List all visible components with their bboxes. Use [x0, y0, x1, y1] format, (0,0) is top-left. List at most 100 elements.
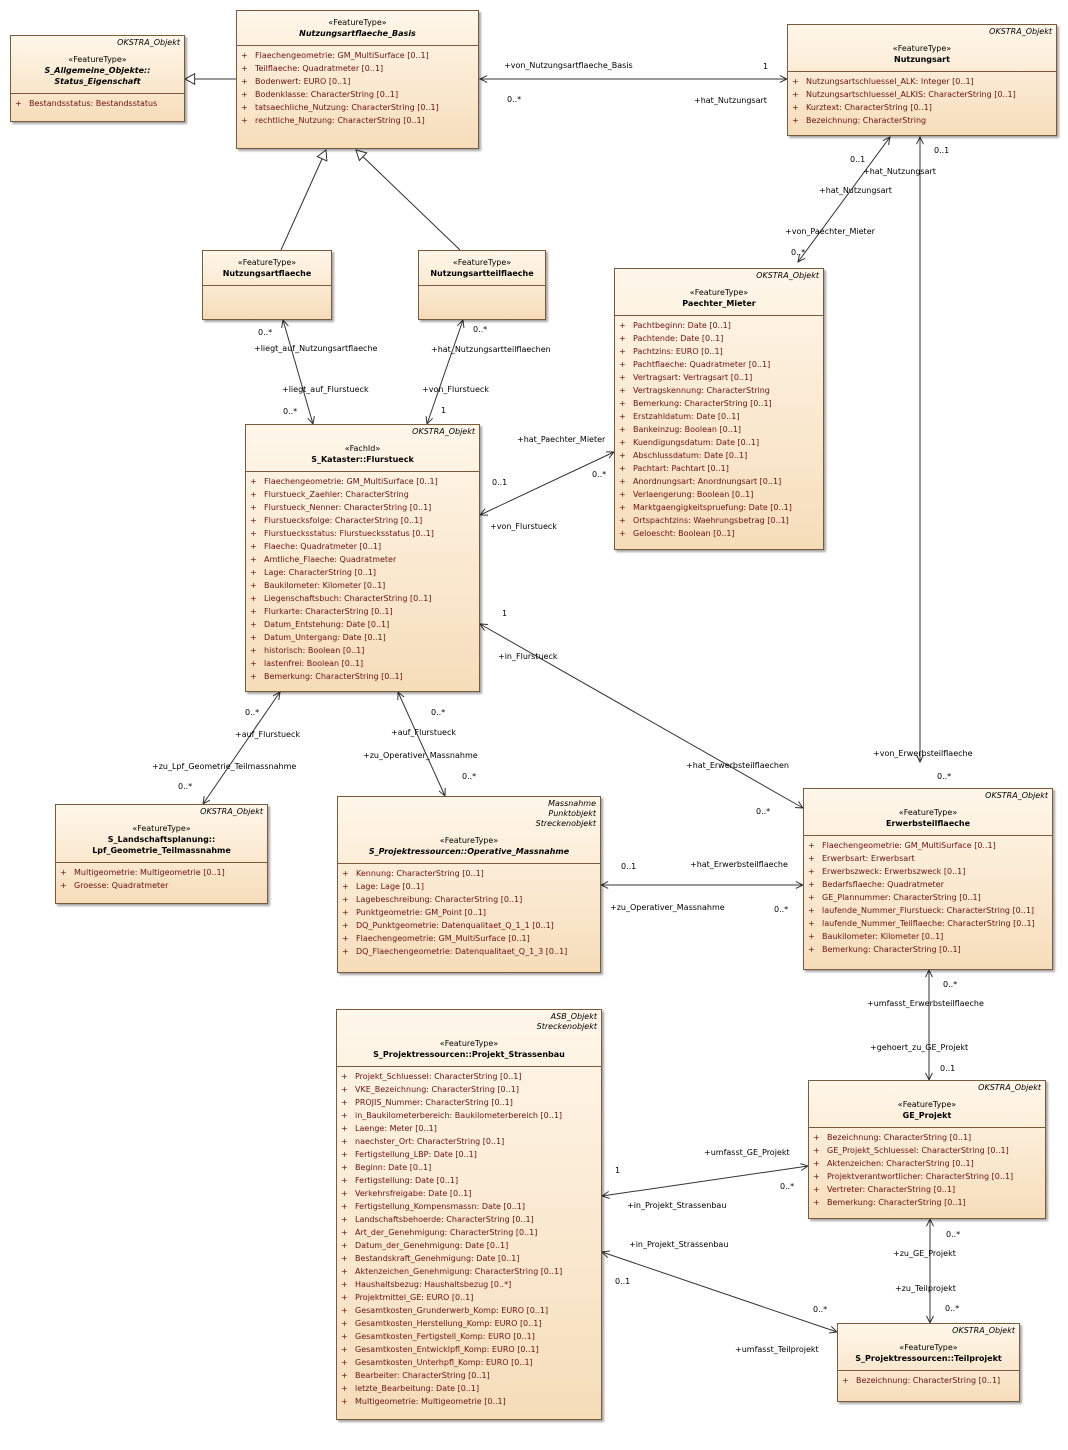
attribute-row[interactable]: +VKE_Bezeichnung: CharacterString [0..1]	[337, 1083, 601, 1096]
attribute-row[interactable]: +Pachtbeginn: Date [0..1]	[615, 319, 823, 332]
attribute-row[interactable]: +in_Baukilometerbereich: Baukilometerber…	[337, 1109, 601, 1122]
attribute-row[interactable]: +Datum_der_Genehmigung: Date [0..1]	[337, 1239, 601, 1252]
attribute-row[interactable]: +historisch: Boolean [0..1]	[246, 644, 479, 657]
attribute-row[interactable]: +tatsaechliche_Nutzung: CharacterString …	[237, 101, 478, 114]
attribute-row[interactable]: +Gesamtkosten_Herstellung_Komp: EURO [0.…	[337, 1317, 601, 1330]
class-erwerbsteilflaeche[interactable]: OKSTRA_Objekt«FeatureType»Erwerbsteilfla…	[803, 788, 1053, 970]
attribute-row[interactable]: +laufende_Nummer_Flurstueck: CharacterSt…	[804, 904, 1052, 917]
class-nutzungsart[interactable]: OKSTRA_Objekt«FeatureType»Nutzungsart+Nu…	[787, 24, 1057, 136]
attribute-row[interactable]: +Bemerkung: CharacterString [0..1]	[809, 1196, 1045, 1209]
attribute-row[interactable]: +Lage: Lage [0..1]	[338, 880, 600, 893]
attribute-row[interactable]: +Liegenschaftsbuch: CharacterString [0..…	[246, 592, 479, 605]
attribute-row[interactable]: +Bezeichnung: CharacterString	[788, 114, 1056, 127]
attribute-row[interactable]: +Erstzahldatum: Date [0..1]	[615, 410, 823, 423]
attribute-row[interactable]: +Flaechengeometrie: GM_MultiSurface [0..…	[338, 932, 600, 945]
attribute-row[interactable]: +Abschlussdatum: Date [0..1]	[615, 449, 823, 462]
attribute-row[interactable]: +Groesse: Quadratmeter	[56, 879, 267, 892]
class-flurstueck[interactable]: OKSTRA_Objekt«FachId»S_Kataster::Flurstu…	[245, 424, 480, 692]
attribute-row[interactable]: +Bestandsstatus: Bestandsstatus	[11, 97, 184, 110]
attribute-row[interactable]: +Flaechengeometrie: GM_MultiSurface [0..…	[237, 49, 478, 62]
class-paechter-mieter[interactable]: OKSTRA_Objekt«FeatureType»Paechter_Miete…	[614, 268, 824, 550]
attribute-row[interactable]: +Bedarfsflaeche: Quadratmeter	[804, 878, 1052, 891]
attribute-row[interactable]: +GE_Projekt_Schluessel: CharacterString …	[809, 1144, 1045, 1157]
attribute-row[interactable]: +Pachtende: Date [0..1]	[615, 332, 823, 345]
attribute-row[interactable]: +Art_der_Genehmigung: CharacterString [0…	[337, 1226, 601, 1239]
attribute-row[interactable]: +DQ_Punktgeometrie: Datenqualitaet_Q_1_1…	[338, 919, 600, 932]
attribute-row[interactable]: +Beginn: Date [0..1]	[337, 1161, 601, 1174]
attribute-row[interactable]: +Flurstueck_Nenner: CharacterString [0..…	[246, 501, 479, 514]
attribute-row[interactable]: +Multigeometrie: Multigeometrie [0..1]	[56, 866, 267, 879]
attribute-row[interactable]: +Bezeichnung: CharacterString [0..1]	[809, 1131, 1045, 1144]
attribute-row[interactable]: +Laenge: Meter [0..1]	[337, 1122, 601, 1135]
attribute-row[interactable]: +Bezeichnung: CharacterString [0..1]	[838, 1374, 1019, 1387]
attribute-row[interactable]: +Flurkarte: CharacterString [0..1]	[246, 605, 479, 618]
attribute-row[interactable]: +Lage: CharacterString [0..1]	[246, 566, 479, 579]
attribute-row[interactable]: +Teilflaeche: Quadratmeter [0..1]	[237, 62, 478, 75]
attribute-row[interactable]: +Datum_Untergang: Date [0..1]	[246, 631, 479, 644]
attribute-row[interactable]: +Bemerkung: CharacterString [0..1]	[615, 397, 823, 410]
class-nutzungsartteilflaeche[interactable]: «FeatureType»Nutzungsartteilflaeche	[418, 250, 546, 320]
attribute-row[interactable]: +Flaechengeometrie: GM_MultiSurface [0..…	[246, 475, 479, 488]
attribute-row[interactable]: +Fertigstellung_Kompensmassn: Date [0..1…	[337, 1200, 601, 1213]
attribute-row[interactable]: +Multigeometrie: Multigeometrie [0..1]	[337, 1395, 601, 1408]
attribute-row[interactable]: +Bodenwert: EURO [0..1]	[237, 75, 478, 88]
class-status-eigenschaft[interactable]: OKSTRA_Objekt«FeatureType»S_Allgemeine_O…	[10, 35, 185, 122]
attribute-row[interactable]: +Amtliche_Flaeche: Quadratmeter	[246, 553, 479, 566]
attribute-row[interactable]: +Fertigstellung_LBP: Date [0..1]	[337, 1148, 601, 1161]
attribute-row[interactable]: +Baukilometer: Kilometer [0..1]	[804, 930, 1052, 943]
attribute-row[interactable]: +Aktenzeichen_Genehmigung: CharacterStri…	[337, 1265, 601, 1278]
attribute-row[interactable]: +Haushaltsbezug: Haushaltsbezug [0..*]	[337, 1278, 601, 1291]
attribute-row[interactable]: +Baukilometer: Kilometer [0..1]	[246, 579, 479, 592]
attribute-row[interactable]: +Gesamtkosten_Unterhpfl_Komp: EURO [0..1…	[337, 1356, 601, 1369]
attribute-row[interactable]: +Erwerbsart: Erwerbsart	[804, 852, 1052, 865]
attribute-row[interactable]: +Datum_Entstehung: Date [0..1]	[246, 618, 479, 631]
attribute-row[interactable]: +Nutzungsartschluessel_ALKIS: CharacterS…	[788, 88, 1056, 101]
attribute-row[interactable]: +Fertigstellung: Date [0..1]	[337, 1174, 601, 1187]
attribute-row[interactable]: +Kennung: CharacterString [0..1]	[338, 867, 600, 880]
attribute-row[interactable]: +Bearbeiter: CharacterString [0..1]	[337, 1369, 601, 1382]
attribute-row[interactable]: +Flaechengeometrie: GM_MultiSurface [0..…	[804, 839, 1052, 852]
attribute-row[interactable]: +rechtliche_Nutzung: CharacterString [0.…	[237, 114, 478, 127]
attribute-row[interactable]: +Bankeinzug: Boolean [0..1]	[615, 423, 823, 436]
attribute-row[interactable]: +Flurstuecksstatus: Flurstuecksstatus [0…	[246, 527, 479, 540]
attribute-row[interactable]: +Projekt_Schluessel: CharacterString [0.…	[337, 1070, 601, 1083]
attribute-row[interactable]: +Vertreter: CharacterString [0..1]	[809, 1183, 1045, 1196]
attribute-row[interactable]: +laufende_Nummer_Teilflaeche: CharacterS…	[804, 917, 1052, 930]
class-teilprojekt[interactable]: OKSTRA_Objekt«FeatureType»S_Projektresso…	[837, 1323, 1020, 1402]
attribute-row[interactable]: +Projektmittel_GE: EURO [0..1]	[337, 1291, 601, 1304]
attribute-row[interactable]: +letzte_Bearbeitung: Date [0..1]	[337, 1382, 601, 1395]
attribute-row[interactable]: +lastenfrei: Boolean [0..1]	[246, 657, 479, 670]
attribute-row[interactable]: +Projektverantwortlicher: CharacterStrin…	[809, 1170, 1045, 1183]
attribute-row[interactable]: +naechster_Ort: CharacterString [0..1]	[337, 1135, 601, 1148]
class-nutzungsartflaeche[interactable]: «FeatureType»Nutzungsartflaeche	[202, 250, 332, 320]
attribute-row[interactable]: +Geloescht: Boolean [0..1]	[615, 527, 823, 540]
attribute-row[interactable]: +Marktgaengigkeitspruefung: Date [0..1]	[615, 501, 823, 514]
class-nutzungsartflaeche-basis[interactable]: «FeatureType»Nutzungsartflaeche_Basis+Fl…	[236, 10, 479, 149]
attribute-row[interactable]: +Kuendigungsdatum: Date [0..1]	[615, 436, 823, 449]
attribute-row[interactable]: +Pachtzins: EURO [0..1]	[615, 345, 823, 358]
attribute-row[interactable]: +Erwerbszweck: Erwerbszweck [0..1]	[804, 865, 1052, 878]
class-lpf-geometrie[interactable]: OKSTRA_Objekt«FeatureType»S_Landschaftsp…	[55, 804, 268, 904]
attribute-row[interactable]: +Pachtart: Pachtart [0..1]	[615, 462, 823, 475]
attribute-row[interactable]: +Anordnungsart: Anordnungsart [0..1]	[615, 475, 823, 488]
class-ge-projekt[interactable]: OKSTRA_Objekt«FeatureType»GE_Projekt+Bez…	[808, 1080, 1046, 1219]
attribute-row[interactable]: +Bestandskraft_Genehmigung: Date [0..1]	[337, 1252, 601, 1265]
attribute-row[interactable]: +Bodenklasse: CharacterString [0..1]	[237, 88, 478, 101]
attribute-row[interactable]: +Verlaengerung: Boolean [0..1]	[615, 488, 823, 501]
attribute-row[interactable]: +PROJIS_Nummer: CharacterString [0..1]	[337, 1096, 601, 1109]
attribute-row[interactable]: +Gesamtkosten_Grunderwerb_Komp: EURO [0.…	[337, 1304, 601, 1317]
attribute-row[interactable]: +Ortspachtzins: Waehrungsbetrag [0..1]	[615, 514, 823, 527]
attribute-row[interactable]: +Punktgeometrie: GM_Point [0..1]	[338, 906, 600, 919]
attribute-row[interactable]: +Vertragsart: Vertragsart [0..1]	[615, 371, 823, 384]
attribute-row[interactable]: +Bemerkung: CharacterString [0..1]	[246, 670, 479, 683]
attribute-row[interactable]: +Flaeche: Quadratmeter [0..1]	[246, 540, 479, 553]
attribute-row[interactable]: +DQ_Flaechengeometrie: Datenqualitaet_Q_…	[338, 945, 600, 958]
attribute-row[interactable]: +Lagebeschreibung: CharacterString [0..1…	[338, 893, 600, 906]
attribute-row[interactable]: +Aktenzeichen: CharacterString [0..1]	[809, 1157, 1045, 1170]
attribute-row[interactable]: +Vertragskennung: CharacterString	[615, 384, 823, 397]
attribute-row[interactable]: +Verkehrsfreigabe: Date [0..1]	[337, 1187, 601, 1200]
attribute-row[interactable]: +GE_Plannummer: CharacterString [0..1]	[804, 891, 1052, 904]
attribute-row[interactable]: +Gesamtkosten_Fertigstell_Komp: EURO [0.…	[337, 1330, 601, 1343]
attribute-row[interactable]: +Flurstuecksfolge: CharacterString [0..1…	[246, 514, 479, 527]
